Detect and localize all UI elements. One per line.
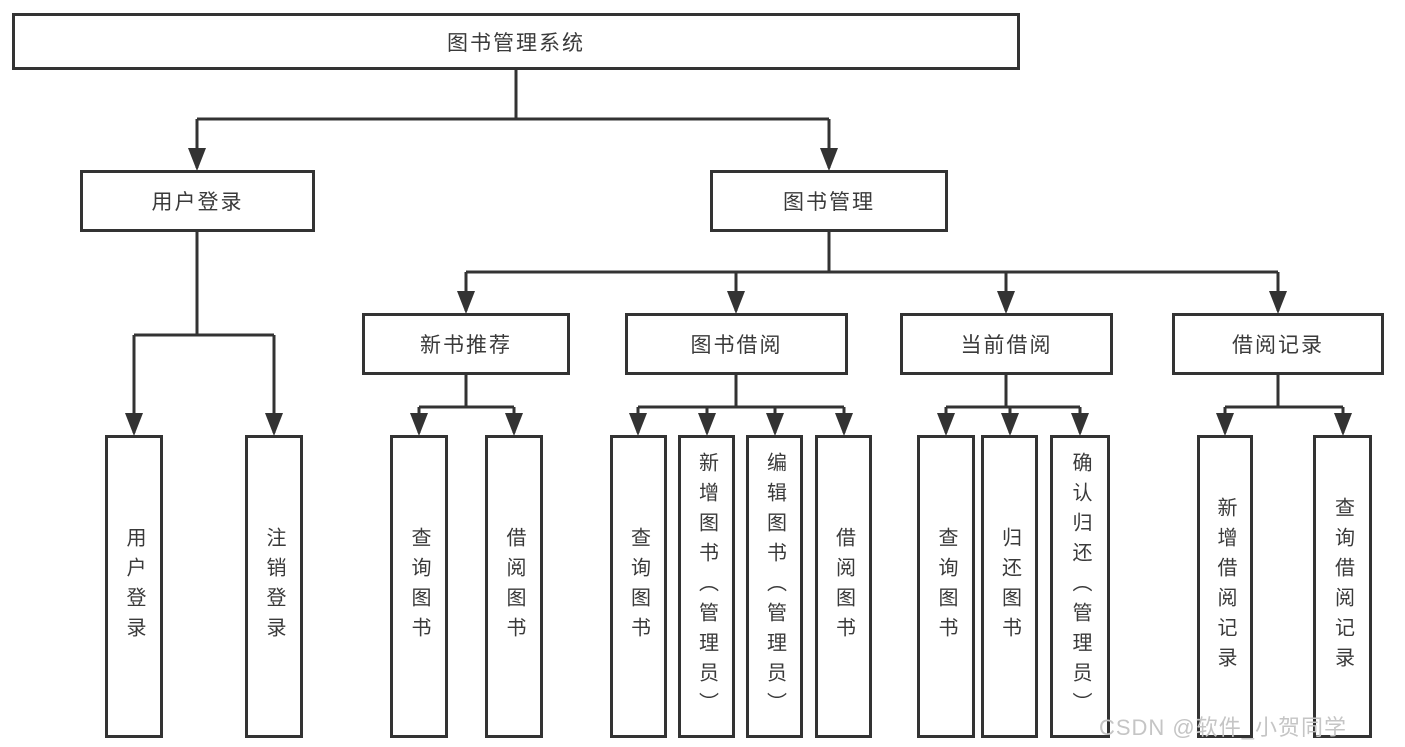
node-book-management-label: 图书管理 [783,191,875,214]
node-book-borrow-label: 图书借阅 [690,334,783,357]
leaf-recommend-borrow-book-label: 借阅图书 [503,526,525,647]
node-current-borrow: 当前借阅 [900,313,1113,375]
leaf-records-add-record-label: 新增借阅记录 [1214,496,1236,677]
leaf-borrow-borrow-book: 借阅图书 [815,435,872,738]
leaf-current-confirm-return-admin: 确认归还（管理员） [1050,435,1110,738]
leaf-borrow-add-book-admin: 新增图书（管理员） [678,435,735,738]
node-new-book-recommend-label: 新书推荐 [420,334,512,357]
node-user-login: 用户登录 [80,170,315,232]
node-book-management: 图书管理 [710,170,948,232]
leaf-user-login-label: 用户登录 [123,526,145,647]
leaf-current-query-book: 查询图书 [917,435,975,738]
leaf-borrow-borrow-book-label: 借阅图书 [832,526,855,647]
leaf-recommend-query-book-label: 查询图书 [408,526,430,647]
leaf-current-return-book-label: 归还图书 [998,526,1021,647]
leaf-borrow-add-book-admin-label: 新增图书（管理员） [695,451,718,722]
node-book-borrow: 图书借阅 [625,313,848,375]
leaf-user-login: 用户登录 [105,435,163,738]
leaf-logout-label: 注销登录 [263,526,285,647]
leaf-records-query-record: 查询借阅记录 [1313,435,1372,738]
leaf-borrow-edit-book-admin: 编辑图书（管理员） [746,435,803,738]
node-user-login-label: 用户登录 [151,191,244,214]
leaf-logout: 注销登录 [245,435,303,738]
leaf-borrow-query-book: 查询图书 [610,435,667,738]
watermark: CSDN @软件_小贺同学 [1098,715,1347,740]
node-root-label: 图书管理系统 [447,31,585,55]
leaf-borrow-edit-book-admin-label: 编辑图书（管理员） [763,451,786,722]
node-root: 图书管理系统 [12,13,1020,70]
leaf-current-return-book: 归还图书 [981,435,1038,738]
leaf-recommend-borrow-book: 借阅图书 [485,435,543,738]
leaf-current-query-book-label: 查询图书 [935,526,957,647]
leaf-records-add-record: 新增借阅记录 [1197,435,1253,738]
node-new-book-recommend: 新书推荐 [362,313,570,375]
leaf-records-query-record-label: 查询借阅记录 [1331,496,1354,677]
node-current-borrow-label: 当前借阅 [960,334,1053,357]
leaf-recommend-query-book: 查询图书 [390,435,448,738]
node-borrow-records-label: 借阅记录 [1232,334,1324,357]
node-borrow-records: 借阅记录 [1172,313,1384,375]
leaf-borrow-query-book-label: 查询图书 [627,526,650,647]
leaf-current-confirm-return-admin-label: 确认归还（管理员） [1069,451,1091,722]
